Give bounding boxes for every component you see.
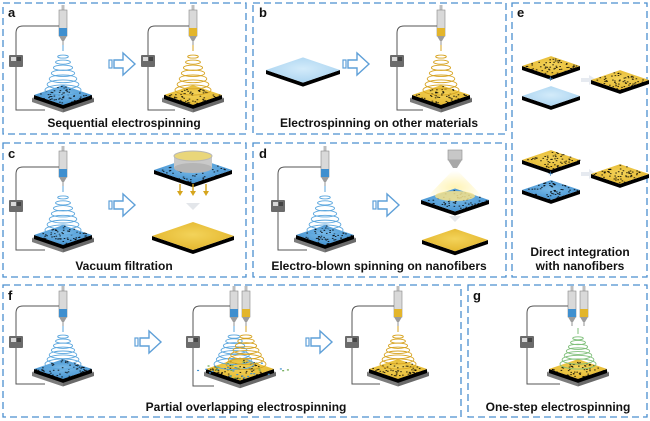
f1-fiber-spiral <box>44 326 82 370</box>
f2-syringe-blue <box>229 286 239 326</box>
c2-process-down-arrow <box>186 203 200 210</box>
a1-power-supply <box>9 55 23 67</box>
panel-g-caption: One-step electrospinning <box>486 400 631 414</box>
panel-f-caption: Partial overlapping electrospinning <box>146 400 347 414</box>
f2-power-supply <box>186 336 200 348</box>
c1-wire-top <box>15 166 59 200</box>
c2-down-arrowhead-2 <box>190 191 196 196</box>
panel-d-label: d <box>259 146 267 161</box>
b2-wire-bottom <box>396 67 423 111</box>
e1-result <box>591 70 649 94</box>
f-process-arrow-2 <box>305 329 334 355</box>
c2-filtration-cylinder <box>173 150 213 173</box>
panel-c-caption: Vacuum filtration <box>75 259 172 273</box>
e1-plus-sign: + <box>548 74 553 84</box>
a1-wire-bottom <box>15 67 45 111</box>
a2-power-supply <box>141 55 155 67</box>
a2-wire-top <box>147 25 189 55</box>
e1-substrate <box>522 86 580 110</box>
b2-fiber-spiral <box>422 45 460 96</box>
a-process-arrow <box>108 51 137 77</box>
f3-fiber-spiral <box>379 326 417 370</box>
panel-g-label: g <box>473 288 481 303</box>
panel-d-border <box>252 142 507 278</box>
panel-b-label: b <box>259 5 267 20</box>
e2-plus-sign: + <box>548 169 553 179</box>
b1-substrate <box>266 57 340 87</box>
c2-down-arrowhead-1 <box>177 191 183 196</box>
a1-wire-top <box>15 25 59 55</box>
c1-wire-bottom <box>15 212 45 251</box>
d1-power-supply <box>271 200 285 212</box>
c2-gold-product <box>152 222 234 254</box>
d1-wire-bottom <box>277 212 307 251</box>
d1-wire-top <box>277 166 321 200</box>
f1-syringe <box>58 286 68 326</box>
c1-syringe <box>58 146 68 186</box>
panel-c-border <box>2 142 247 278</box>
g1-syringe-gold <box>579 286 589 326</box>
f3-wire-bottom <box>351 348 380 385</box>
a2-fiber-spiral <box>174 45 212 96</box>
b-process-arrow <box>342 51 371 77</box>
g1-syringe-blue <box>567 286 577 326</box>
b2-wire-top <box>396 25 437 55</box>
d1-fiber-spiral <box>306 186 344 236</box>
panel-b-caption: Electrospinning on other materials <box>280 116 478 130</box>
a2-wire-bottom <box>147 67 175 111</box>
d2-spray-cone <box>428 168 482 196</box>
f2-syringe-gold <box>241 286 251 326</box>
a2-syringe <box>188 5 198 45</box>
panel-a-caption: Sequential electrospinning <box>47 116 200 130</box>
b2-power-supply <box>390 55 404 67</box>
d2-deposit <box>435 191 475 201</box>
panel-c-label: c <box>8 146 15 161</box>
d2-blowing-nozzle <box>447 149 463 168</box>
panel-g-border <box>467 284 648 418</box>
e2-gold-mat <box>522 150 581 174</box>
d2-process-down-arrow <box>449 216 461 222</box>
panel-e-label: e <box>517 5 524 20</box>
f2-wire-bottom <box>192 348 214 387</box>
panel-f-border <box>2 284 462 418</box>
g1-wire-top <box>526 305 568 336</box>
f3-power-supply <box>345 336 359 348</box>
b2-syringe <box>436 5 446 45</box>
e2-blue-mat <box>522 180 580 204</box>
d2-gold-product <box>422 228 488 256</box>
e2-result <box>591 164 649 188</box>
f3-syringe <box>393 286 403 326</box>
g1-wire-bottom <box>526 348 560 385</box>
f2-fiber-spiral-gold <box>225 326 267 371</box>
panel-f-label: f <box>8 288 13 303</box>
c-process-arrow <box>108 192 137 218</box>
f1-wire-top <box>15 305 59 336</box>
c1-power-supply <box>9 200 23 212</box>
g1-power-supply <box>520 336 534 348</box>
f3-wire-top <box>351 305 394 336</box>
panel-e-border <box>511 2 648 278</box>
f-process-arrow-1 <box>134 329 163 355</box>
panel-a-border <box>2 2 247 135</box>
d-process-arrow <box>372 192 401 218</box>
panel-d-caption: Electro-blown spinning on nanofibers <box>271 259 487 273</box>
panel-a-label: a <box>8 5 16 20</box>
c2-down-arrowhead-3 <box>203 191 209 196</box>
d1-syringe <box>320 146 330 186</box>
f1-wire-bottom <box>15 348 45 385</box>
f1-power-supply <box>9 336 23 348</box>
panel-b-border <box>252 2 507 135</box>
a1-fiber-spiral <box>44 45 82 96</box>
f2-wire-top <box>192 305 230 336</box>
c1-fiber-spiral <box>44 186 82 236</box>
a1-syringe <box>58 5 68 45</box>
e1-gold-mat <box>522 56 580 80</box>
g1-fiber-spiral <box>559 328 597 370</box>
